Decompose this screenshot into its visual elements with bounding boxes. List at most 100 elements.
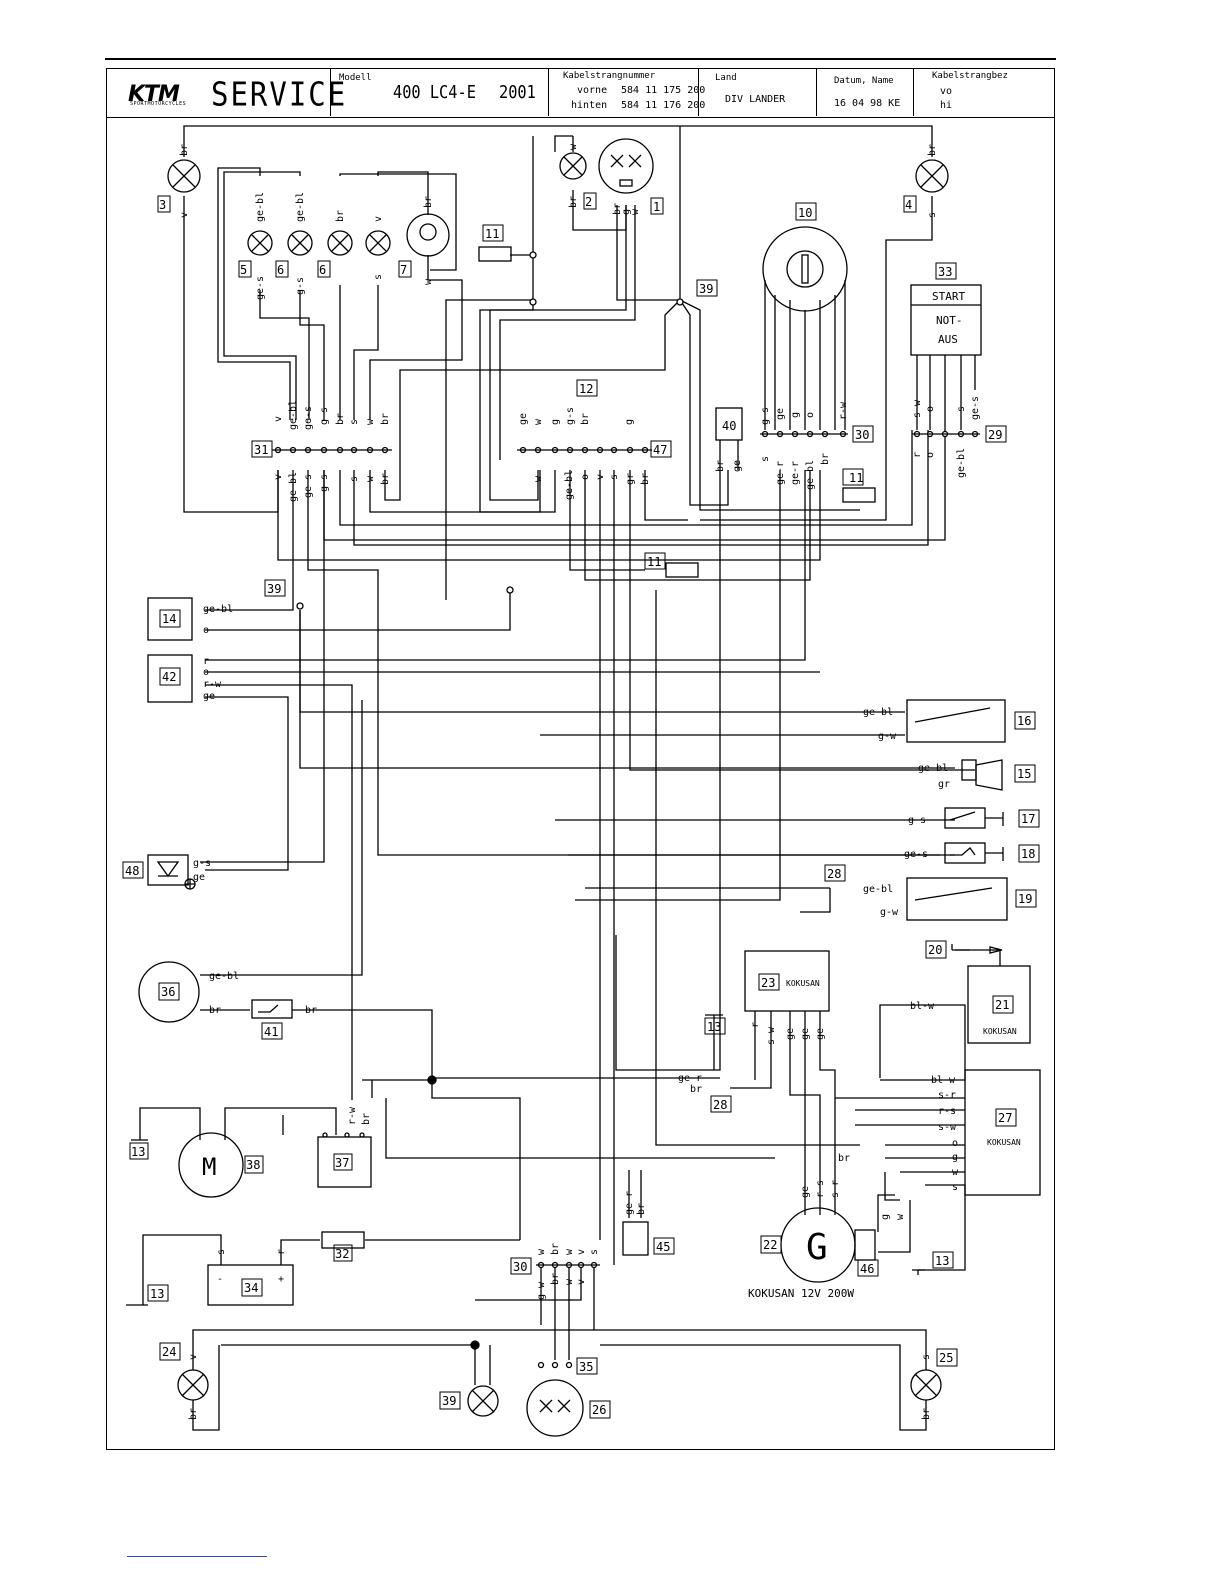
vc31-l-br: br (380, 473, 391, 485)
ref-24: 24 (162, 1345, 176, 1359)
land-value: DIV LANDER (725, 94, 786, 105)
indicator-lamps (247, 213, 450, 257)
vwire-1-w: w (630, 208, 641, 215)
vorne-label: vorne (577, 85, 608, 96)
diagram-text: 3 2 1 4 5 6 6 7 10 11 39 33 12 31 47 30 … (125, 143, 1035, 1420)
hinten-value: 584 11 176 200 (621, 100, 706, 111)
vwire-7-br: br (423, 196, 434, 208)
ref-5: 5 (240, 263, 247, 277)
hinten-label: hinten (571, 100, 608, 111)
ref-21: 21 (995, 998, 1009, 1012)
fuse-11-top (478, 246, 512, 262)
title-block: KTM SPORTMOTORCYCLES SERVICE Modell 400 … (106, 68, 1055, 118)
vc47-u-gs: g-s (565, 407, 576, 425)
vc30b-l-v: v (576, 1279, 587, 1285)
wire-16-gebl: ge-bl (863, 707, 893, 718)
ref-42: 42 (162, 670, 176, 684)
vwire-6b-br: br (335, 210, 346, 222)
vwire-2-w: w (568, 143, 579, 150)
v37-br: br (361, 1113, 372, 1125)
headlight-1 (598, 138, 654, 194)
ref-27: 27 (998, 1111, 1012, 1125)
fuse-32 (321, 1231, 365, 1249)
vc30-u-gs: g-s (760, 407, 771, 425)
fuse-11-low (665, 562, 699, 578)
kokusan-23-text: KOKUSAN (786, 979, 820, 988)
vc29-u-sw: s-w (912, 399, 923, 418)
vc30b-u-v: v (576, 1249, 587, 1255)
junction-dots (427, 1075, 480, 1350)
vc30-u-ge: ge (775, 408, 786, 420)
vwire-1-g: g (621, 209, 632, 215)
ref-11a: 11 (485, 227, 499, 241)
v22-rs: r-s (815, 1180, 826, 1198)
ref-4: 4 (905, 198, 912, 212)
vc30b-l-br: br (550, 1273, 561, 1285)
vc30-l-s: s (760, 456, 771, 462)
vc47-u-ge: ge (518, 413, 529, 425)
model-cell: Modell 400 LC4-E 2001 (331, 68, 549, 116)
ref-25: 25 (939, 1351, 953, 1365)
vwire-9-s: s (373, 274, 384, 280)
generator-g-text: G (806, 1227, 828, 1268)
battery-plus: + (278, 1274, 284, 1285)
bez-label: Kabelstrangbez (932, 71, 1008, 81)
v34-s: s (216, 1249, 227, 1255)
v37-rw: r-w (347, 1106, 358, 1125)
vc47-l-gr: gr (625, 473, 636, 485)
lamp-24 (177, 1369, 209, 1401)
vc31-u-v: v (273, 416, 284, 422)
capacitor-45 (622, 1221, 649, 1256)
vc47-l-gebl: ge-bl (564, 470, 575, 500)
vc47-u-g2: g (624, 419, 635, 425)
wire-27-w: w (952, 1167, 959, 1178)
fuse-11-mid (842, 487, 876, 503)
ref-13d: 13 (935, 1254, 949, 1268)
vc30b-l-w: w (564, 1278, 575, 1285)
ref-12: 12 (579, 382, 593, 396)
ref-30a: 30 (855, 428, 869, 442)
ref-39b: 39 (267, 582, 281, 596)
vc31-l-s: s (349, 476, 360, 482)
battery-34 (207, 1264, 294, 1306)
kokusan-21-text: KOKUSAN (983, 1027, 1017, 1036)
wire-27-blw: bl-w (931, 1075, 956, 1086)
wire-27-sw: s-w (938, 1122, 957, 1133)
ref-6a: 6 (277, 263, 284, 277)
vwire-3-v: v (179, 212, 190, 218)
wire-27-g: g (952, 1152, 958, 1163)
ref-7: 7 (400, 263, 407, 277)
switch-17 (944, 807, 1004, 829)
v23-ge1: ge (785, 1028, 796, 1040)
wire-48-gs: g-s (193, 858, 211, 869)
v34-r: r (276, 1249, 287, 1255)
generator-caption: KOKUSAN 12V 200W (748, 1287, 854, 1300)
bez-vo: vo (940, 86, 953, 97)
vc31-l-gs: g-s (319, 474, 330, 492)
not-text: NOT- (936, 314, 963, 327)
vc29-u-sge: ge-s (970, 396, 981, 420)
wire-42-r: r (203, 656, 209, 667)
junctions-small (529, 251, 537, 306)
switch-18 (944, 842, 1004, 864)
ref-17: 17 (1021, 812, 1035, 826)
v23-sw: s-w (766, 1026, 777, 1045)
vc30-u-g: g (790, 412, 801, 418)
date-value: 16 04 98 KE (834, 98, 901, 109)
vwire-5-gebl: ge-bl (255, 192, 266, 222)
ref-47: 47 (653, 443, 667, 457)
v22-ge: ge (800, 1186, 811, 1198)
wire-14-gebl: ge-bl (203, 604, 233, 615)
vc31-l-ges: ge-s (303, 474, 314, 498)
wire-14-o: o (203, 625, 209, 636)
vc30-l-ger: ge-r (775, 461, 786, 485)
wire-19-gw: g-w (880, 907, 899, 918)
ref-11b: 11 (849, 471, 863, 485)
ref-11c: 11 (647, 555, 661, 569)
regulator-27 (964, 1069, 1041, 1196)
vwire-7-w: w (423, 278, 434, 285)
vc30b-u-w2: w (564, 1248, 575, 1255)
vc29-u-o: o (925, 406, 936, 412)
aus-text: AUS (938, 333, 958, 346)
ref-38: 38 (246, 1158, 260, 1172)
